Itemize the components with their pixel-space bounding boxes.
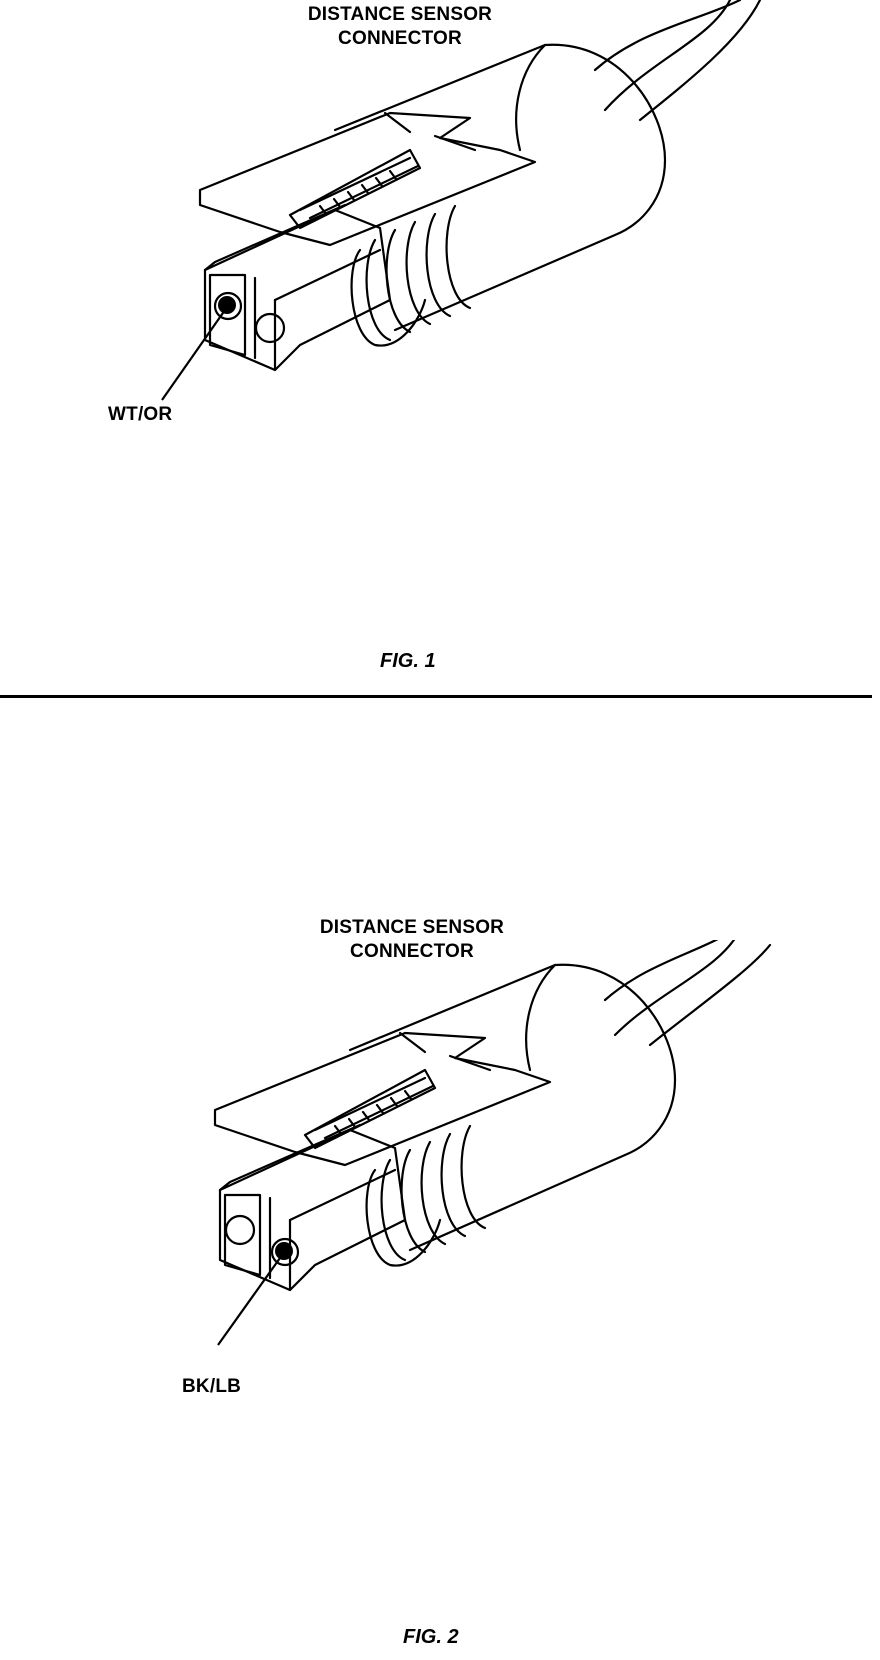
figure-caption: FIG. 2 xyxy=(403,1626,459,1648)
connector-drawing xyxy=(161,0,762,401)
divider-line xyxy=(0,695,872,698)
connector-drawing xyxy=(213,940,772,1346)
pin-terminal-icon xyxy=(275,1242,293,1260)
leader-line xyxy=(161,309,226,401)
figure-caption: FIG. 1 xyxy=(380,650,436,672)
figure-1: DISTANCE SENSOR CONNECTOR WT/OR FIG. 1 xyxy=(0,0,880,700)
figure-2: DISTANCE SENSOR CONNECTOR BK/LB FIG. 2 xyxy=(0,917,880,1660)
leader-line xyxy=(217,1257,281,1346)
wire-label: WT/OR xyxy=(108,404,173,425)
wire-label: BK/LB xyxy=(182,1376,242,1397)
pin-terminal-icon xyxy=(218,296,236,314)
connector-title: DISTANCE SENSOR CONNECTOR xyxy=(319,917,505,962)
connector-title: DISTANCE SENSOR CONNECTOR xyxy=(307,4,493,49)
